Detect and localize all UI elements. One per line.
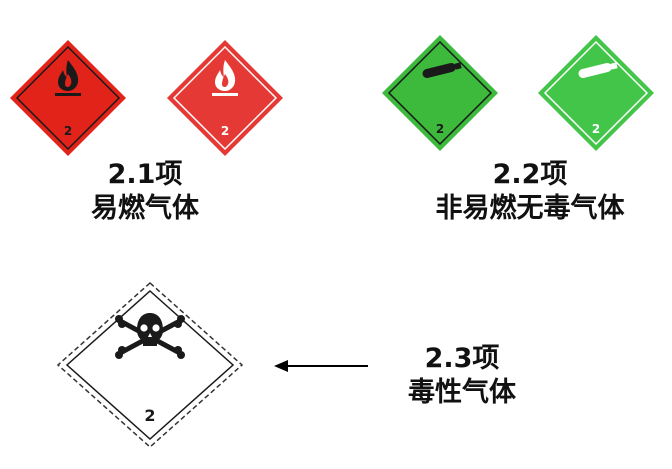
left-arrow-icon: [272, 356, 372, 380]
class-number: 2: [64, 124, 72, 138]
caption-division-2-2: 2.2项 非易燃无毒气体: [420, 158, 640, 226]
skull-crossbones-icon: [115, 313, 185, 359]
class-number: 2: [436, 122, 444, 136]
class-number: 2: [144, 406, 155, 425]
toxic-gas-sign: 2: [55, 280, 245, 450]
caption-division-2-3: 2.3项 毒性气体: [392, 342, 532, 410]
flame-icon: [212, 60, 238, 96]
gas-cylinder-icon: [578, 62, 618, 79]
division-name: 非易燃无毒气体: [435, 193, 625, 224]
division-name: 易燃气体: [91, 193, 199, 224]
division-name: 毒性气体: [408, 377, 516, 408]
division-code: 2.1项: [107, 159, 183, 190]
nonflammable-gas-sign-light: 2: [536, 33, 656, 153]
nonflammable-gas-sign-dark: 2: [380, 33, 500, 153]
gas-cylinder-icon: [422, 62, 462, 79]
division-code: 2.2项: [492, 159, 568, 190]
flammable-gas-sign-dark: 2: [8, 38, 128, 158]
division-code: 2.3项: [424, 343, 500, 374]
class-number: 2: [221, 124, 229, 138]
caption-division-2-1: 2.1项 易燃气体: [60, 158, 230, 226]
flammable-gas-sign-light: 2: [165, 38, 285, 158]
flame-icon: [55, 60, 81, 96]
class-number: 2: [592, 122, 600, 136]
